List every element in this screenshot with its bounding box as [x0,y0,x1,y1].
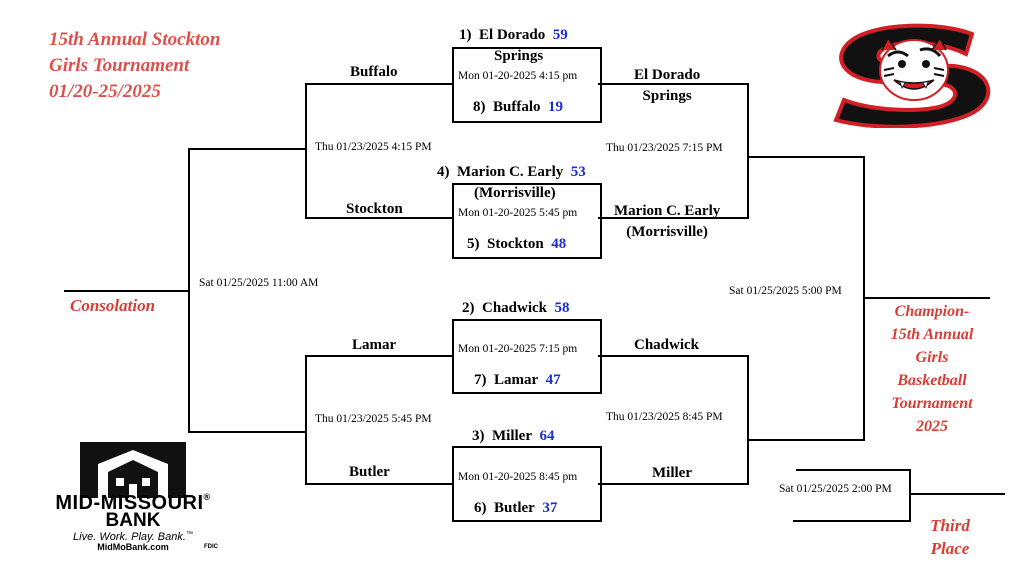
consolation-semi-2-bracket [305,355,452,485]
game2-top-team-line2: (Morrisville) [474,185,556,201]
game4-top-team: 3) Miller 64 [472,428,555,444]
consolation-semi-1-date: Thu 01/23/2025 4:15 PM [315,141,432,153]
third-place-date: Sat 01/25/2025 2:00 PM [779,483,892,495]
game2-top-score: 53 [570,164,586,180]
champ-semi-2-date: Thu 01/23/2025 8:45 PM [606,411,723,423]
game3-date: Mon 01-20-2025 7:15 pm [458,343,578,355]
game1-top-score: 59 [552,27,568,43]
consolation-semi-2-date: Thu 01/23/2025 5:45 PM [315,413,432,425]
title-line-2: Girls Tournament [49,55,190,76]
tiger-s-logo-icon [833,23,991,129]
bank-tagline: Live. Work. Play. Bank.™ [73,531,193,543]
champ-final-bracket [748,156,865,441]
game1-date: Mon 01-20-2025 4:15 pm [458,70,578,82]
third-place-label: Third Place [930,516,970,558]
champ-team-miller: Miller [652,465,692,481]
game1-bottom-score: 19 [548,99,564,115]
champ-team-chadwick: Chadwick [634,337,700,353]
consolation-label: Consolation [70,296,156,315]
tournament-title: 15th Annual Stockton Girls Tournament 01… [49,27,220,105]
champ-semi-1-bracket [598,83,749,219]
bank-name-line1: MID-MISSOURI® [55,492,211,514]
game-box-2 [452,183,602,259]
consolation-team-butler: Butler [349,464,390,480]
game1-top-team: 1) El Dorado 59 [459,27,568,43]
title-line-1: 15th Annual Stockton [49,29,221,50]
champ-team-marion: Marion C. Early (Morrisville) [614,203,721,240]
game-box-1 [452,47,602,123]
game-box-4 [452,446,602,522]
game2-date: Mon 01-20-2025 5:45 pm [458,207,578,219]
bank-website: MidMoBank.com [97,542,169,552]
champ-semi-2-bracket [598,355,749,485]
consolation-final-bracket [188,148,306,433]
game2-top-team: 4) Marion C. Early 53 [437,164,586,180]
champ-final-date: Sat 01/25/2025 5:00 PM [729,285,842,297]
game2-bottom-team: 5) Stockton 48 [467,236,567,252]
consolation-final-date: Sat 01/25/2025 11:00 AM [199,277,319,289]
game4-top-score: 64 [539,428,555,444]
game4-bottom-team: 6) Butler 37 [474,500,558,516]
game2-bottom-score: 48 [551,236,567,252]
title-line-3: 01/20-25/2025 [49,81,161,102]
third-place-bracket [793,469,911,522]
game4-date: Mon 01-20-2025 8:45 pm [458,471,578,483]
game3-bottom-team: 7) Lamar 47 [474,372,561,388]
bank-house-icon [80,442,186,498]
game3-bottom-score: 47 [545,372,561,388]
game1-bottom-team: 8) Buffalo 19 [473,99,564,115]
fdic-mark: FDIC [204,544,218,550]
game1-top-team-line2: Springs [494,48,544,64]
champ-semi-1-date: Thu 01/23/2025 7:15 PM [606,142,723,154]
champ-team-el-dorado: El Dorado Springs [634,67,701,104]
game3-top-team: 2) Chadwick 58 [462,300,570,316]
consolation-team-buffalo: Buffalo [350,64,398,80]
school-logo [822,20,1000,129]
consolation-semi-1-bracket [305,83,452,219]
champion-label: Champion- 15th Annual Girls Basketball T… [890,303,974,435]
game-box-3 [452,319,602,394]
consolation-team-lamar: Lamar [352,337,397,353]
game4-bottom-score: 37 [542,500,558,516]
bank-name-line2: BANK [105,510,161,531]
consolation-team-stockton: Stockton [346,201,403,217]
game3-top-score: 58 [554,300,570,316]
sponsor-logo: MID-MISSOURI® BANK Live. Work. Play. Ban… [38,440,228,552]
